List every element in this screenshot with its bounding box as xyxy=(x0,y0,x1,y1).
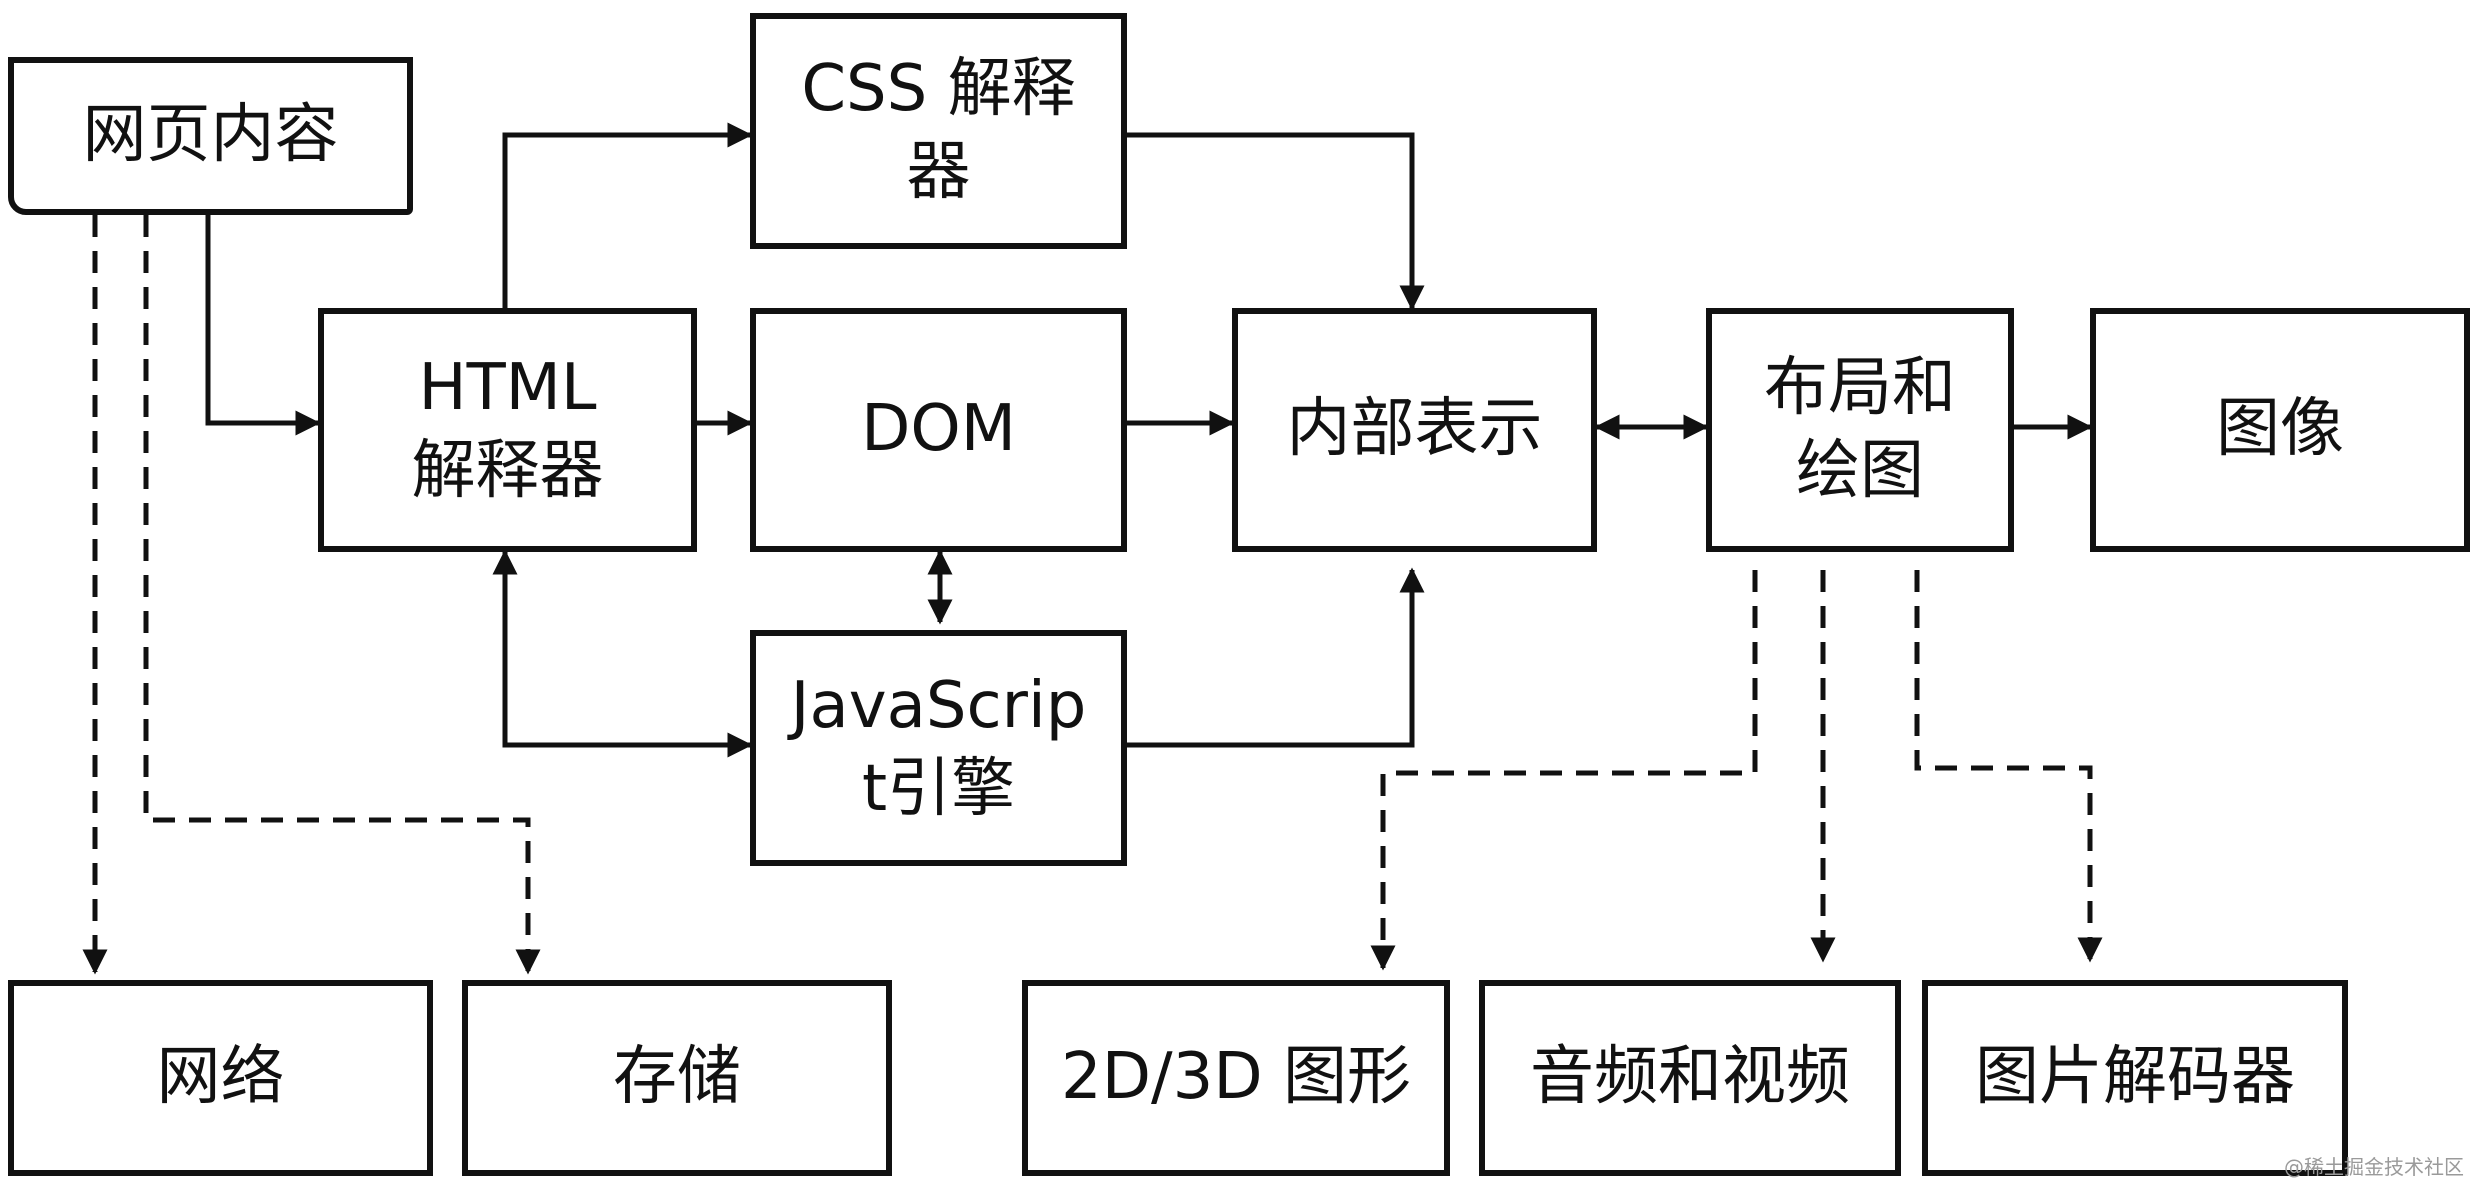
node-image-label: 图像 xyxy=(2216,392,2344,467)
node-css-parser: CSS 解释器 xyxy=(750,13,1127,249)
node-graphics-2d3d: 2D/3D 图形 xyxy=(1022,980,1450,1176)
node-network-label: 网络 xyxy=(156,1040,285,1115)
node-js-engine: JavaScript引擎 xyxy=(750,630,1127,866)
node-graphics-2d3d-label: 2D/3D 图形 xyxy=(1061,1040,1411,1115)
node-html-parser-label: HTML解释器 xyxy=(411,350,604,508)
edge-webcontent-to-htmlparser xyxy=(205,215,321,436)
node-network: 网络 xyxy=(8,980,433,1176)
edge-cssparser-to-internal xyxy=(1127,132,1425,311)
edge-layout-to-imagedecoder xyxy=(1914,570,2103,963)
node-layout-paint-label: 布局和绘图 xyxy=(1764,350,1956,508)
node-web-content-label: 网页内容 xyxy=(82,98,339,173)
edge-htmlparser-to-cssparser xyxy=(502,122,753,308)
edge-webcontent-to-storage xyxy=(143,215,541,975)
node-image-decoder: 图片解码器 xyxy=(1922,980,2348,1176)
node-storage: 存储 xyxy=(462,980,892,1176)
node-html-parser: HTML解释器 xyxy=(318,308,697,552)
node-internal-representation: 内部表示 xyxy=(1232,308,1597,552)
node-layout-paint: 布局和绘图 xyxy=(1706,308,2014,552)
edge-js-to-internal xyxy=(1127,567,1425,748)
node-web-content: 网页内容 xyxy=(8,57,413,215)
node-image: 图像 xyxy=(2090,308,2470,552)
node-image-decoder-label: 图片解码器 xyxy=(1975,1040,2295,1115)
edge-layout-to-graphics xyxy=(1370,570,1758,971)
edge-htmlparser-js-bidirectional xyxy=(492,549,753,758)
node-css-parser-label: CSS 解释器 xyxy=(801,51,1076,209)
node-internal-representation-label: 内部表示 xyxy=(1286,392,1543,467)
node-js-engine-label: JavaScript引擎 xyxy=(790,668,1087,826)
node-audio-video-label: 音频和视频 xyxy=(1530,1040,1850,1115)
node-dom-label: DOM xyxy=(861,392,1016,467)
node-dom: DOM xyxy=(750,308,1127,552)
watermark-text: @稀土掘金技术社区 xyxy=(2284,1155,2464,1179)
node-audio-video: 音频和视频 xyxy=(1479,980,1901,1176)
node-storage-label: 存储 xyxy=(613,1040,741,1115)
